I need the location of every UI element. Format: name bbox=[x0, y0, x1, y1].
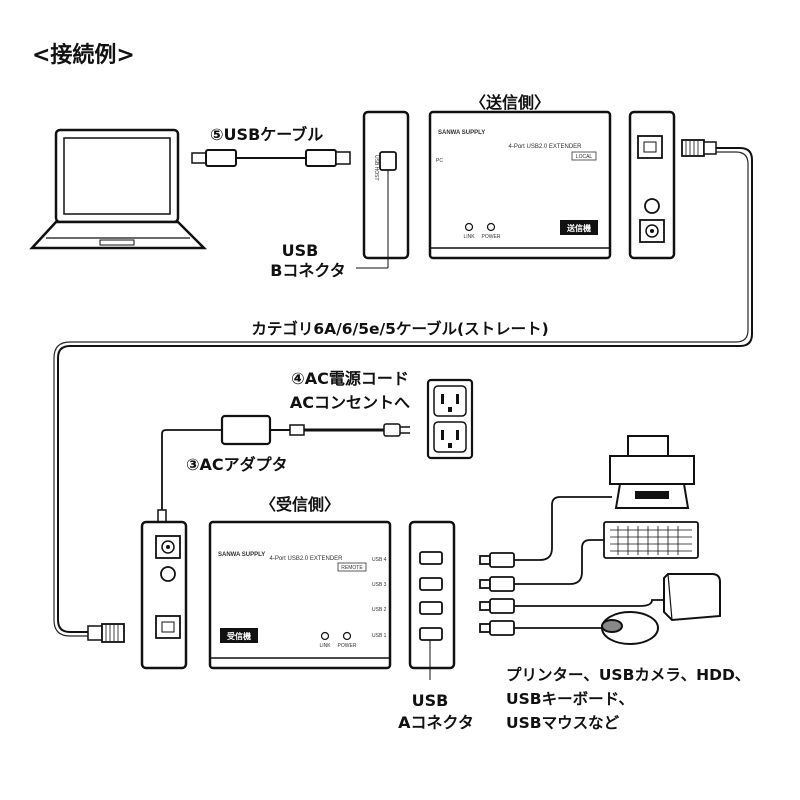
sender-side-label: PC bbox=[436, 158, 443, 164]
sender-usb-panel: USB HOST bbox=[356, 110, 410, 269]
sender-model: 4-Port USB2.0 EXTENDER bbox=[508, 144, 582, 150]
devices-label-2: USBキーボード、 bbox=[506, 690, 634, 708]
usb-b-label-1: USB bbox=[282, 241, 319, 260]
keyboard-icon bbox=[603, 521, 699, 559]
sender-power-led bbox=[486, 222, 496, 232]
devices-label-1: プリンター、USBカメラ、HDD、 bbox=[506, 665, 750, 684]
receiver-model: 4-Port USB2.0 EXTENDER bbox=[269, 556, 343, 562]
receiver-port-label-2: USB 2 bbox=[372, 607, 387, 613]
receiver-power-switch bbox=[160, 566, 176, 582]
usb-b-label-2: Bコネクタ bbox=[270, 261, 346, 280]
sender-brand: SANWA SUPPLY bbox=[438, 130, 485, 136]
receiver-power-label: POWER bbox=[338, 643, 357, 649]
ac-adapter-icon bbox=[157, 414, 410, 536]
outlet-icon bbox=[426, 378, 474, 460]
sender-power-label: POWER bbox=[482, 234, 501, 240]
usb-a-label-2: Aコネクタ bbox=[398, 713, 474, 732]
usb-a-label-1: USB bbox=[412, 691, 449, 710]
receiver-power-led bbox=[342, 631, 352, 641]
rj45-plug-sender bbox=[681, 139, 717, 157]
receiver-lan-port bbox=[155, 615, 181, 639]
receiver-unit: SANWA SUPPLY 4-Port USB2.0 EXTENDER REMO… bbox=[208, 520, 392, 670]
laptop-icon bbox=[29, 128, 208, 250]
receiver-link-label: LINK bbox=[319, 643, 331, 649]
receiver-port-label-3: USB 3 bbox=[372, 582, 387, 588]
sender-unit-name: 送信機 bbox=[566, 223, 591, 233]
printer-icon bbox=[609, 435, 695, 509]
rj45-plug-receiver bbox=[87, 623, 125, 643]
sender-tag: LOCAL bbox=[576, 154, 593, 160]
ac-adapter-label: ③ACアダプタ bbox=[186, 455, 288, 474]
usb-device-cables bbox=[479, 496, 664, 636]
usb-cable: ⑤USBケーブル bbox=[191, 125, 351, 167]
hdd-icon bbox=[663, 573, 721, 622]
devices-label-3: USBマウスなど bbox=[506, 714, 620, 732]
ac-cord-label: ④AC電源コード bbox=[291, 369, 409, 388]
sender-power-switch bbox=[644, 198, 660, 214]
sender-header: 〈送信側〉 bbox=[470, 93, 550, 112]
receiver-port-label-1: USB 1 bbox=[372, 633, 387, 639]
category-cable bbox=[57, 147, 753, 633]
sender-lan-port bbox=[637, 135, 663, 159]
mouse-icon bbox=[601, 611, 659, 645]
usb-b-port bbox=[379, 151, 397, 171]
sender-unit: SANWA SUPPLY 4-Port USB2.0 EXTENDER LOCA… bbox=[428, 110, 612, 260]
category-cable-label: カテゴリ6A/6/5e/5ケーブル(ストレート) bbox=[251, 319, 548, 338]
usb-cable-label: ⑤USBケーブル bbox=[210, 125, 323, 144]
usb-a-port-3 bbox=[419, 577, 443, 591]
receiver-lan-panel bbox=[140, 520, 188, 670]
receiver-tag: REMOTE bbox=[341, 565, 363, 571]
receiver-usb-panel bbox=[408, 520, 456, 680]
receiver-brand: SANWA SUPPLY bbox=[218, 552, 265, 558]
sender-lan-panel bbox=[628, 110, 676, 260]
usb-a-port-4 bbox=[419, 551, 443, 565]
ac-outlet-label: ACコンセントへ bbox=[290, 393, 410, 412]
receiver-port-label-4: USB 4 bbox=[372, 557, 387, 563]
sender-link-label: LINK bbox=[463, 234, 475, 240]
page-title: <接続例> bbox=[32, 42, 135, 68]
receiver-link-led bbox=[320, 631, 330, 641]
usb-b-port-label: USB HOST bbox=[373, 155, 379, 181]
usb-a-port-2 bbox=[419, 601, 443, 615]
receiver-unit-name: 受信機 bbox=[227, 631, 251, 641]
sender-link-led bbox=[464, 222, 474, 232]
usb-a-port-1 bbox=[419, 627, 443, 641]
receiver-header: 〈受信側〉 bbox=[260, 495, 340, 514]
